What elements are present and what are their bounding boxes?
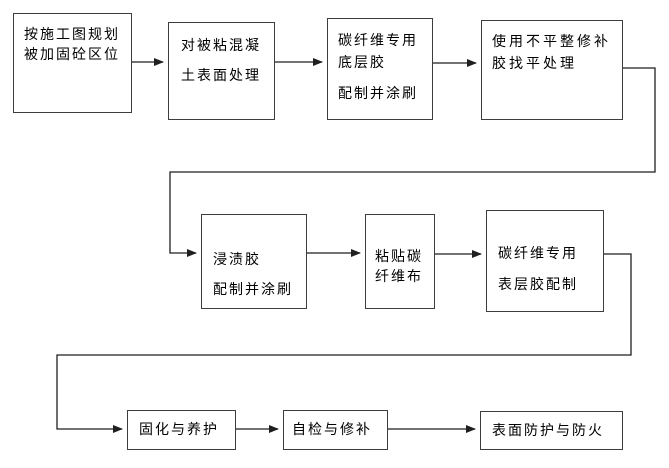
step-surface-treatment: 对被粘混凝 土表面处理: [168, 22, 275, 120]
step-label-line: 按施工图规划: [24, 26, 120, 42]
step-label-line: 表面防护与防火: [492, 421, 604, 438]
step-label-line: 自检与修补: [292, 421, 372, 438]
step-label-line: 浸渍胶: [213, 251, 261, 267]
step-plan-region: 按施工图规划 被加固砼区位: [13, 13, 132, 113]
step-leveling: 使用不平整修补 胶找平处理: [481, 20, 623, 120]
step-curing: 固化与养护: [127, 410, 236, 450]
step-label-line: 对被粘混凝: [181, 37, 261, 53]
step-paste-cfrp: 粘贴碳 纤维布: [365, 214, 435, 309]
step-label-line: 纤维布: [375, 268, 423, 284]
step-protection: 表面防护与防火: [480, 411, 623, 450]
step-label-line: 配制并涂刷: [213, 281, 293, 297]
step-label-line: 底层胶: [338, 54, 386, 70]
step-label-line: 碳纤维专用: [498, 245, 578, 261]
step-label-line: 表层胶配制: [498, 276, 578, 292]
step-label-line: 碳纤维专用: [338, 32, 418, 48]
step-impregnating-adhesive: 浸渍胶 配制并涂刷: [201, 214, 307, 309]
connector-surface-adhesive-to-curing: [56, 253, 632, 433]
step-label-line: 被加固砼区位: [24, 46, 120, 62]
step-label-line: 使用不平整修补: [492, 33, 611, 49]
connector-leveling-to-impregnating: [169, 67, 656, 257]
step-label-line: 固化与养护: [139, 421, 219, 438]
step-primer-adhesive: 碳纤维专用 底层胶 配制并涂刷: [327, 18, 433, 120]
step-label-line: 土表面处理: [181, 67, 261, 83]
step-label-line: 粘贴碳: [375, 248, 423, 264]
step-surface-adhesive: 碳纤维专用 表层胶配制: [486, 210, 604, 312]
step-label-line: 配制并涂刷: [338, 85, 418, 101]
step-label-line: 胶找平处理: [492, 55, 577, 71]
step-inspection: 自检与修补: [283, 410, 388, 450]
